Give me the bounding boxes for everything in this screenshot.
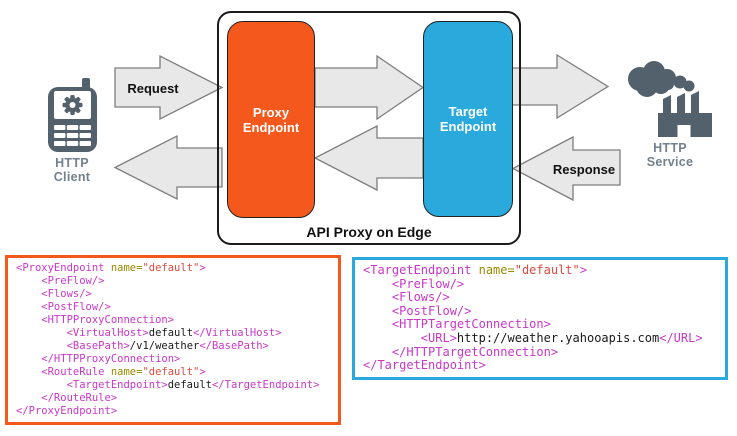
code-line: <PostFlow/> (363, 303, 472, 318)
code-line: <ProxyEndpoint name="default"> (16, 262, 206, 274)
flow-arrows (113, 53, 621, 202)
mobile-phone-icon (48, 78, 97, 152)
code-line: </HTTPTargetConnection> (363, 344, 559, 359)
code-line: <URL>http://weather.yahooapis.com</URL> (363, 330, 703, 345)
code-line: <BasePath>/v1/weather</BasePath> (16, 340, 269, 352)
request-label: Request (127, 81, 179, 96)
code-line: <HTTPTargetConnection> (363, 317, 551, 332)
http-client-label: HTTP Client (53, 156, 91, 184)
client-return-arrow (113, 134, 223, 201)
api-proxy-diagram: API Proxy on Edge Proxy Endpoint Target … (48, 11, 712, 245)
code-line: <VirtualHost>default</VirtualHost> (16, 327, 282, 339)
code-line: <PostFlow/> (16, 301, 111, 313)
code-line: </ProxyEndpoint> (16, 405, 118, 417)
response-label: Response (552, 162, 616, 177)
container-title: API Proxy on Edge (306, 224, 432, 240)
target-to-proxy-arrow (313, 124, 424, 192)
request-arrow (114, 54, 224, 121)
code-line: </TargetEndpoint> (363, 358, 486, 373)
target-endpoint-box: Target Endpoint (423, 21, 513, 217)
code-line: </HTTPProxyConnection> (16, 353, 181, 365)
target-to-service-arrow (510, 53, 610, 120)
cloud-factory-icon (628, 61, 712, 137)
api-proxy-container: API Proxy on Edge (217, 11, 521, 245)
code-line: <PreFlow/> (16, 275, 105, 287)
code-line: <Flows/> (363, 290, 450, 305)
phone-keypad (54, 125, 91, 146)
target-endpoint-label: Target Endpoint (439, 104, 497, 134)
code-line: <TargetEndpoint>default</TargetEndpoint> (16, 379, 320, 391)
target-endpoint-code-block: <TargetEndpoint name="default"> <PreFlow… (352, 257, 728, 380)
proxy-endpoint-box: Proxy Endpoint (227, 21, 315, 218)
code-line: <RouteRule name="default"> (16, 366, 206, 378)
cloud-icon (628, 61, 695, 97)
code-line: <HTTPProxyConnection> (16, 314, 175, 326)
gear-icon (62, 95, 83, 115)
proxy-endpoint-label: Proxy Endpoint (242, 104, 300, 135)
response-arrow (511, 135, 621, 202)
code-line: <PreFlow/> (363, 276, 465, 291)
code-line: <Flows/> (16, 288, 92, 300)
proxy-to-target-arrow (314, 54, 425, 121)
code-line: <TargetEndpoint name="default"> (363, 263, 587, 277)
factory-door (677, 125, 691, 137)
proxy-endpoint-code-block: <ProxyEndpoint name="default"> <PreFlow/… (5, 255, 341, 425)
http-service-label: HTTP Service (646, 141, 694, 169)
code-line: </RouteRule> (16, 392, 118, 404)
